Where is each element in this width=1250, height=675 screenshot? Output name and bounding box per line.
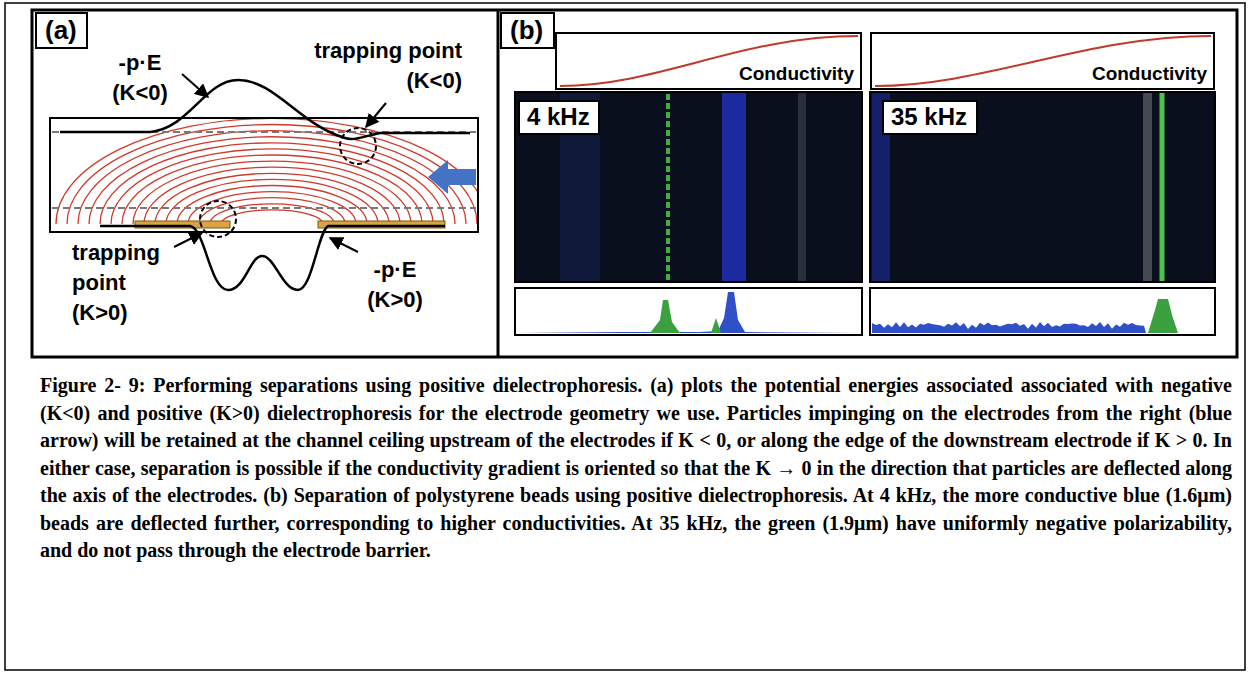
- leader-line: [174, 233, 202, 247]
- node-text: (a): [45, 15, 77, 45]
- leader-line: [182, 74, 208, 97]
- trapping-circle: [340, 128, 376, 164]
- field-line: [133, 161, 411, 224]
- node-text: Conductivity: [1092, 63, 1207, 86]
- node-text: 35 kHz: [891, 103, 967, 130]
- leader-line: [330, 238, 358, 252]
- conductivity-curve: [875, 36, 1211, 86]
- node-text: (b): [510, 15, 543, 45]
- trapping-circle: [200, 201, 236, 237]
- annotation-label: -p·E (K<0): [111, 48, 169, 108]
- plot-box: Conductivity: [555, 32, 862, 90]
- figure-caption: Figure 2- 9: Performing separations usin…: [40, 372, 1232, 565]
- field-line: [122, 155, 422, 224]
- frequency-label: 4 kHz: [518, 100, 600, 135]
- field-line: [177, 186, 367, 225]
- field-line: [78, 131, 466, 224]
- field-line: [199, 198, 345, 224]
- leader-line: [366, 103, 386, 127]
- field-line: [89, 137, 455, 224]
- panel-label: (b): [500, 12, 555, 49]
- flow-arrow: [428, 160, 476, 194]
- annotation-label: trapping point (K<0): [312, 36, 462, 96]
- annotation-label: trapping point (K>0): [72, 238, 162, 328]
- plot-box: Conductivity: [870, 32, 1215, 90]
- node-text: Conductivity: [739, 63, 854, 86]
- channel-wall: [50, 118, 478, 232]
- frequency-label: 35 kHz: [882, 100, 978, 135]
- field-line: [100, 143, 444, 224]
- panel-divider: [497, 10, 500, 357]
- dashed-line: [52, 207, 476, 209]
- node-text: 4 kHz: [527, 103, 590, 130]
- histogram: [870, 288, 1215, 335]
- histogram: [515, 288, 862, 335]
- micrograph: [870, 92, 1215, 282]
- micrograph: [515, 92, 862, 282]
- conductivity-curve: [560, 36, 858, 86]
- outer-frame: [5, 3, 1245, 670]
- field-line: [111, 149, 433, 224]
- field-line: [67, 124, 477, 224]
- field-line: [166, 179, 378, 224]
- panel-label: (a): [35, 12, 88, 49]
- annotation-label: -p·E (K>0): [366, 255, 424, 315]
- panel-frame: [32, 10, 1237, 357]
